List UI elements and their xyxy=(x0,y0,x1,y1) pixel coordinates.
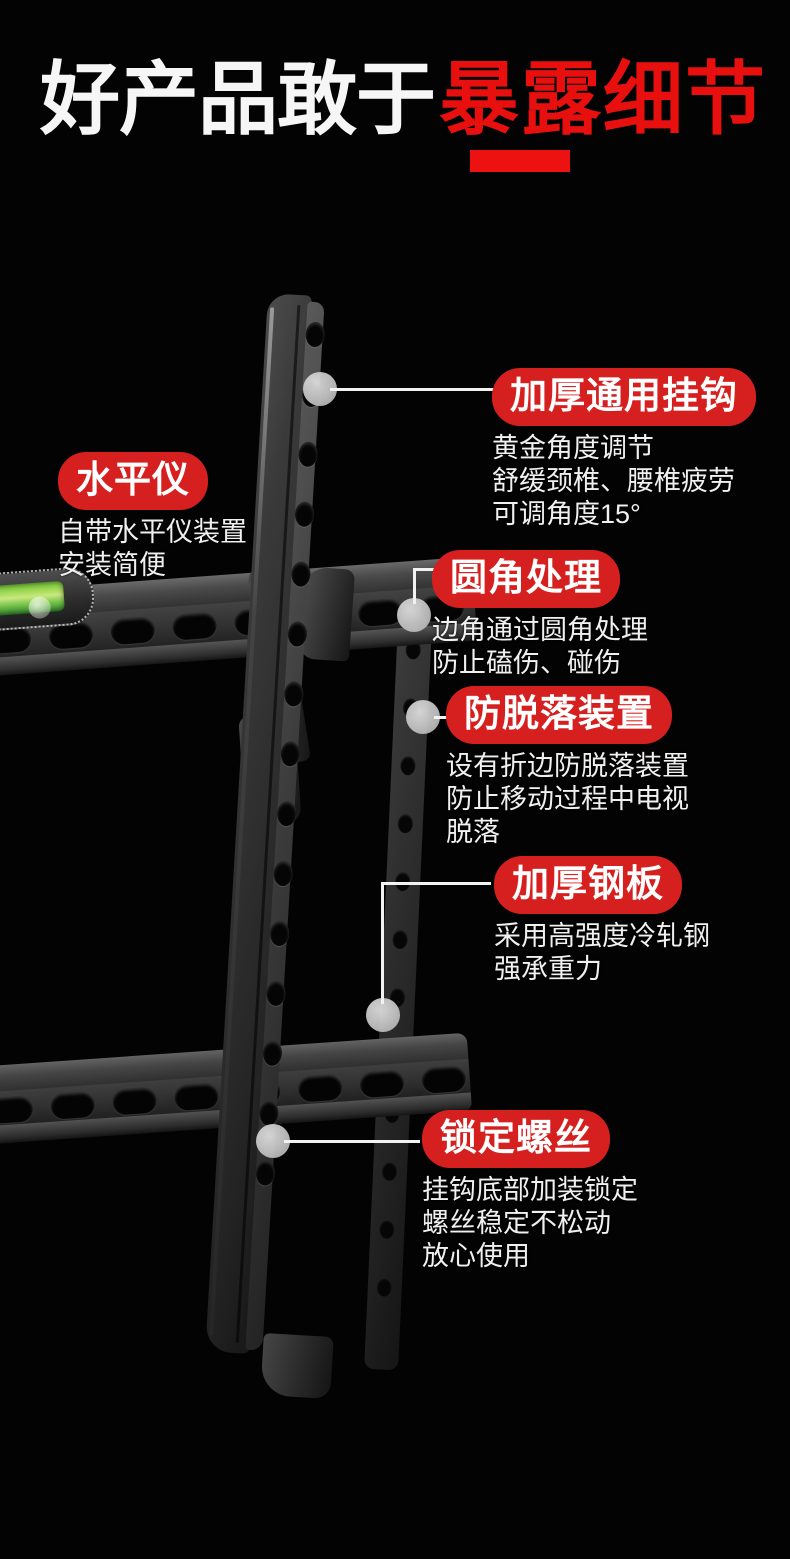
callout-label-rounded-corner: 圆角处理 xyxy=(432,550,620,608)
callout-label-anti-drop: 防脱落装置 xyxy=(446,686,672,744)
desc-line: 黄金角度调节 xyxy=(492,433,654,463)
callout-desc-universal-hook: 黄金角度调节 舒缓颈椎、腰椎疲劳 可调角度15° xyxy=(492,432,756,531)
callout-desc-locking-screw: 挂钩底部加装锁定 螺丝稳定不松动 放心使用 xyxy=(422,1174,638,1273)
title-underline-bar xyxy=(470,150,570,172)
level-bubble xyxy=(27,595,52,620)
callout-desc-thick-steel: 采用高强度冷轧钢 强承重力 xyxy=(494,920,710,986)
desc-line: 设有折边防脱落装置 xyxy=(446,751,689,781)
callout-desc-rounded-corner: 边角通过圆角处理 防止磕伤、碰伤 xyxy=(432,614,648,680)
callout-anti-drop: 防脱落装置 设有折边防脱落装置 防止移动过程中电视 脱落 xyxy=(446,686,689,849)
title-white-text: 好产品敢于 xyxy=(40,55,436,144)
callout-rounded-corner: 圆角处理 边角通过圆角处理 防止磕伤、碰伤 xyxy=(432,550,648,680)
leader-vline-thick-steel xyxy=(381,882,384,1004)
callout-desc-level-gauge: 自带水平仪装置 安装简便 xyxy=(58,516,247,582)
callout-level-gauge: 水平仪 自带水平仪装置 安装简便 xyxy=(58,452,247,582)
leader-line-locking-screw xyxy=(284,1140,420,1143)
desc-line: 边角通过圆角处理 xyxy=(432,615,648,645)
desc-line: 防止移动过程中电视 xyxy=(446,784,689,814)
callout-thick-steel: 加厚钢板 采用高强度冷轧钢 强承重力 xyxy=(494,856,710,986)
leader-hline-rounded-corner xyxy=(413,568,435,571)
desc-line: 挂钩底部加装锁定 xyxy=(422,1175,638,1205)
callout-desc-anti-drop: 设有折边防脱落装置 防止移动过程中电视 脱落 xyxy=(446,750,689,849)
callout-label-locking-screw: 锁定螺丝 xyxy=(422,1110,610,1168)
callout-label-thick-steel: 加厚钢板 xyxy=(494,856,682,914)
leader-hline-thick-steel xyxy=(381,882,491,885)
callout-label-universal-hook: 加厚通用挂钩 xyxy=(492,368,756,426)
title-row: 好产品敢于暴露细节 xyxy=(40,52,767,148)
callout-locking-screw: 锁定螺丝 挂钩底部加装锁定 螺丝稳定不松动 放心使用 xyxy=(422,1110,638,1273)
desc-line: 防止磕伤、碰伤 xyxy=(432,648,621,678)
desc-line: 脱落 xyxy=(446,817,500,847)
desc-line: 自带水平仪装置 xyxy=(58,517,247,547)
leader-vline-rounded-corner xyxy=(413,568,416,604)
desc-line: 舒缓颈椎、腰椎疲劳 xyxy=(492,466,735,496)
callout-label-level-gauge: 水平仪 xyxy=(58,452,208,510)
desc-line: 强承重力 xyxy=(494,954,602,984)
desc-line: 螺丝稳定不松动 xyxy=(422,1208,611,1238)
desc-line: 安装简便 xyxy=(58,550,166,580)
leader-line-universal-hook xyxy=(330,388,495,391)
page-title: 好产品敢于暴露细节 xyxy=(0,52,790,172)
product-photo xyxy=(0,250,520,1410)
title-red-text: 暴露细节 xyxy=(439,55,767,144)
callout-universal-hook: 加厚通用挂钩 黄金角度调节 舒缓颈椎、腰椎疲劳 可调角度15° xyxy=(492,368,756,531)
hook-rail-bottom-tip xyxy=(260,1332,334,1400)
desc-line: 采用高强度冷轧钢 xyxy=(494,921,710,951)
desc-line: 放心使用 xyxy=(422,1241,530,1271)
desc-line: 可调角度15° xyxy=(492,499,641,529)
